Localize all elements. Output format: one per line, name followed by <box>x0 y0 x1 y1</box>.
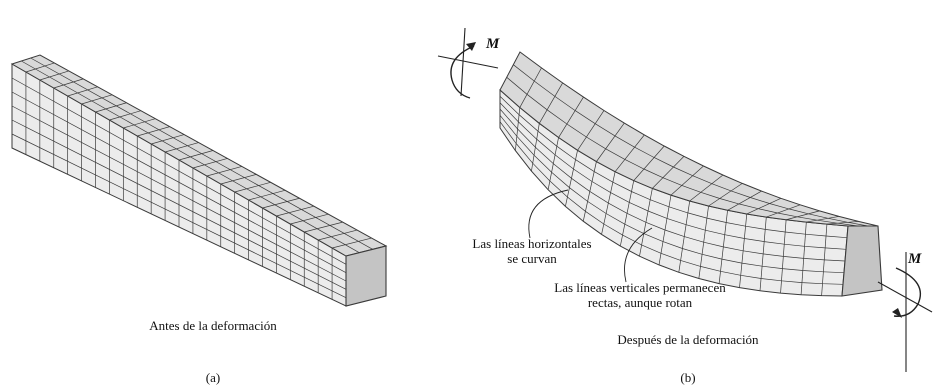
undeformed-beam <box>10 54 388 307</box>
moment-right: M <box>877 251 933 372</box>
panel-letter-a: (a) <box>206 370 220 385</box>
annotation-horizontal-line1: Las líneas horizontales <box>472 236 591 251</box>
moment-label-right: M <box>907 251 922 267</box>
caption-before: Antes de la deformación <box>149 318 277 333</box>
annotation-vertical-line1: Las líneas verticales permanecen <box>554 280 726 295</box>
caption-after: Después de la deformación <box>617 332 759 347</box>
moment-left: M <box>437 27 500 99</box>
deformed-beam <box>499 51 883 297</box>
bent-beam-end-face <box>841 225 883 297</box>
annotation-horizontal-line2: se curvan <box>507 251 557 266</box>
leader-vertical <box>624 227 653 283</box>
panel-letter-b: (b) <box>680 370 695 385</box>
leader-horizontal <box>528 189 569 239</box>
moment-label-left: M <box>485 36 500 52</box>
annotation-vertical-line2: rectas, aunque rotan <box>588 295 693 310</box>
beam-end-face <box>345 245 387 307</box>
